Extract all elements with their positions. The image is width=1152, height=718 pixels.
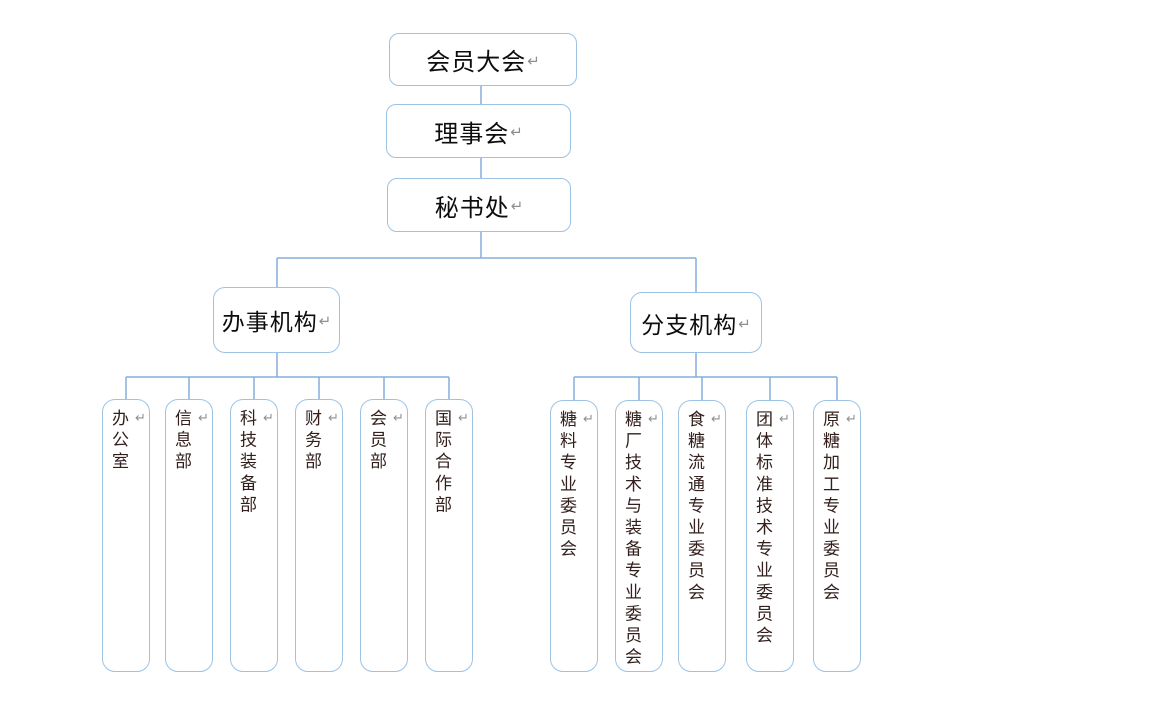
- line-break-mark: ↵: [318, 313, 332, 330]
- node-general-office: 办公室 ↵: [102, 399, 150, 672]
- node-label: 科技装备部: [237, 409, 256, 517]
- line-break-mark: ↵: [392, 411, 407, 426]
- node-office-organs: 办事机构↵: [213, 287, 340, 353]
- line-break-mark: ↵: [527, 52, 540, 70]
- node-label: 团体标准技术专业委员会: [753, 410, 772, 648]
- line-break-mark: ↵: [710, 412, 725, 427]
- node-information-dept: 信息部 ↵: [165, 399, 213, 672]
- line-break-mark: ↵: [327, 411, 342, 426]
- line-break-mark: ↵: [134, 411, 149, 426]
- node-label: 糖料专业委员会: [557, 410, 576, 562]
- node-sugar-circulation-committee: 食糖流通专业委员会 ↵: [678, 400, 726, 672]
- node-label: 原糖加工专业委员会: [820, 410, 839, 605]
- node-label: 会员部: [367, 409, 386, 474]
- node-member-assembly: 会员大会↵: [389, 33, 577, 86]
- node-label: 食糖流通专业委员会: [685, 410, 704, 605]
- node-group-standards-committee: 团体标准技术专业委员会 ↵: [746, 400, 794, 672]
- node-label: 办事机构: [221, 309, 318, 335]
- line-break-mark: ↵: [510, 124, 523, 141]
- node-membership-dept: 会员部 ↵: [360, 399, 408, 672]
- node-label: 国际合作部: [432, 409, 451, 517]
- node-label: 秘书处: [434, 194, 510, 222]
- line-break-mark: ↵: [738, 315, 751, 333]
- line-break-mark: ↵: [510, 198, 524, 215]
- node-label: 财务部: [302, 409, 321, 474]
- node-sugar-mill-tech-equipment-committee: 糖厂技术与装备专业委员会 ↵: [615, 400, 663, 672]
- node-tech-equipment-dept: 科技装备部 ↵: [230, 399, 278, 672]
- line-break-mark: ↵: [457, 411, 472, 426]
- node-branch-organs: 分支机构↵: [630, 292, 762, 353]
- node-raw-sugar-processing-committee: 原糖加工专业委员会 ↵: [813, 400, 861, 672]
- line-break-mark: ↵: [778, 412, 793, 427]
- node-sugar-crops-committee: 糖料专业委员会 ↵: [550, 400, 598, 672]
- node-label: 理事会: [434, 120, 510, 148]
- line-break-mark: ↵: [262, 411, 277, 426]
- line-break-mark: ↵: [197, 411, 212, 426]
- node-council: 理事会↵: [386, 104, 571, 158]
- node-finance-dept: 财务部 ↵: [295, 399, 343, 672]
- node-label: 办公室: [109, 409, 128, 474]
- node-intl-cooperation-dept: 国际合作部 ↵: [425, 399, 473, 672]
- node-secretariat: 秘书处↵: [387, 178, 571, 232]
- line-break-mark: ↵: [647, 412, 662, 427]
- node-label: 糖厂技术与装备专业委员会: [622, 410, 641, 670]
- node-label: 分支机构: [641, 311, 738, 338]
- node-label: 会员大会: [426, 49, 527, 76]
- line-break-mark: ↵: [845, 412, 860, 427]
- node-label: 信息部: [172, 409, 191, 474]
- line-break-mark: ↵: [582, 412, 597, 427]
